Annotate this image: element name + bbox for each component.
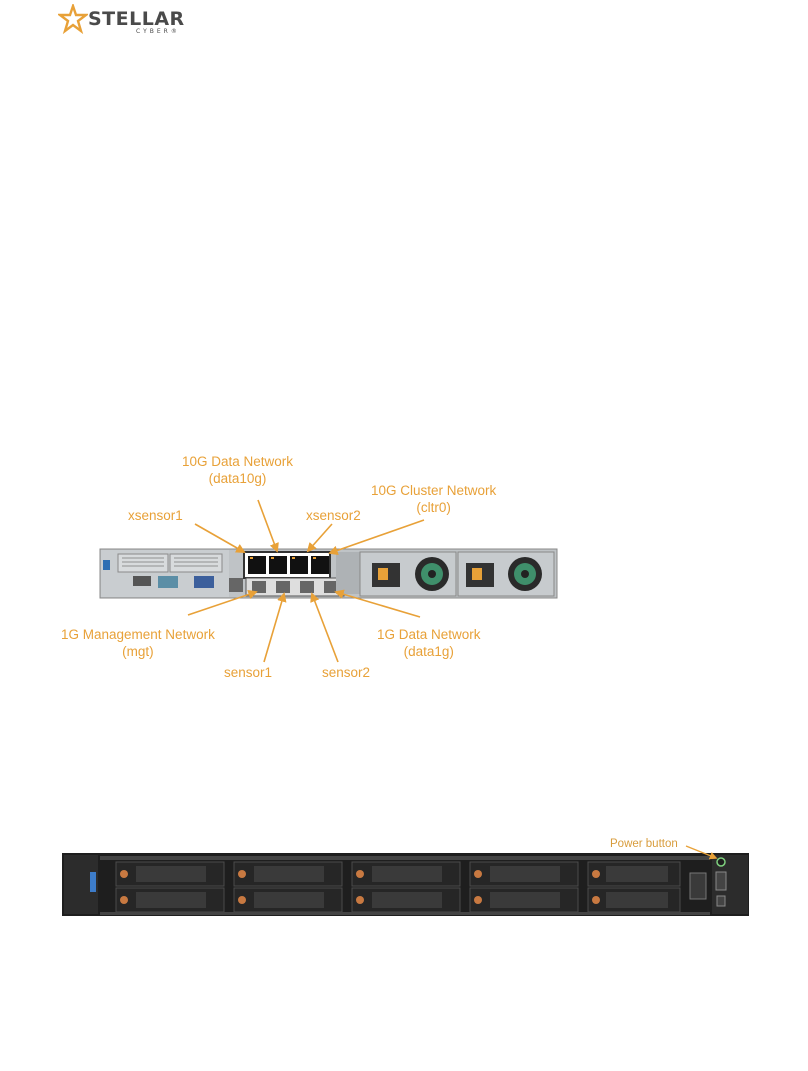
rj45-port-1 xyxy=(252,581,266,593)
sfp-led xyxy=(313,557,316,559)
label-data10g: 10G Data Network (data10g) xyxy=(182,454,294,486)
front-id-led xyxy=(90,872,96,892)
arrow-cluster xyxy=(328,519,425,555)
sfp-led xyxy=(250,557,253,559)
sfp-port-1 xyxy=(248,556,266,574)
rj45-port-4 xyxy=(324,581,338,593)
arrow-power-button xyxy=(685,845,718,860)
arrow-xsensor1 xyxy=(194,523,246,553)
usb-ports xyxy=(229,578,243,592)
star-logo-icon xyxy=(58,4,88,34)
psu-2-inlet-socket xyxy=(472,568,482,580)
drive-vents xyxy=(136,866,668,908)
label-data1g: 1G Data Network (data1g) xyxy=(377,627,481,659)
serial-port xyxy=(133,576,151,586)
drive-release-latches xyxy=(120,870,600,904)
power-button-icon xyxy=(716,857,726,867)
psu-1-inlet-socket xyxy=(378,568,388,580)
front-usb-port-2 xyxy=(716,895,726,907)
sfp-port-4 xyxy=(311,556,329,574)
arrow-data1g xyxy=(334,589,421,618)
logo-subtext: CYBER® xyxy=(136,28,180,35)
sfp-port-2 xyxy=(269,556,287,574)
riser-slot xyxy=(169,553,223,573)
arrow-data10g xyxy=(257,499,279,553)
label-mgt: 1G Management Network (mgt) xyxy=(61,627,215,659)
arrow-mgt xyxy=(187,589,258,616)
callout-arrows xyxy=(187,499,425,663)
front-usb-port xyxy=(715,871,727,891)
vga-port-teal xyxy=(158,576,178,588)
label-sensor2: sensor2 xyxy=(322,665,371,680)
vent-holes xyxy=(122,557,218,567)
rj45-port-2 xyxy=(276,581,290,593)
front-vga-port xyxy=(689,872,707,900)
logo-text: STELLAR xyxy=(88,8,185,30)
riser-slot xyxy=(117,553,169,573)
stellar-cyber-logo: STELLAR CYBER® xyxy=(58,4,198,36)
label-xsensor2: xsensor2 xyxy=(306,508,361,523)
arrow-xsensor2 xyxy=(306,523,333,553)
front-top-grille xyxy=(100,856,710,860)
label-xsensor1: xsensor1 xyxy=(128,508,183,523)
sfp-led xyxy=(271,557,274,559)
vent-area xyxy=(336,552,360,594)
label-power-button: Power button xyxy=(610,838,678,850)
label-sensor1: sensor1 xyxy=(224,665,273,680)
sfp-port-3 xyxy=(290,556,308,574)
arrow-sensor1 xyxy=(263,592,287,663)
id-button xyxy=(103,560,110,570)
rj45-port-3 xyxy=(300,581,314,593)
sfp-led xyxy=(292,557,295,559)
front-bottom-grille xyxy=(100,912,710,915)
arrow-sensor2 xyxy=(310,592,339,663)
label-cluster: 10G Cluster Network (cltr0) xyxy=(371,483,497,515)
vga-port-blue xyxy=(194,576,214,588)
